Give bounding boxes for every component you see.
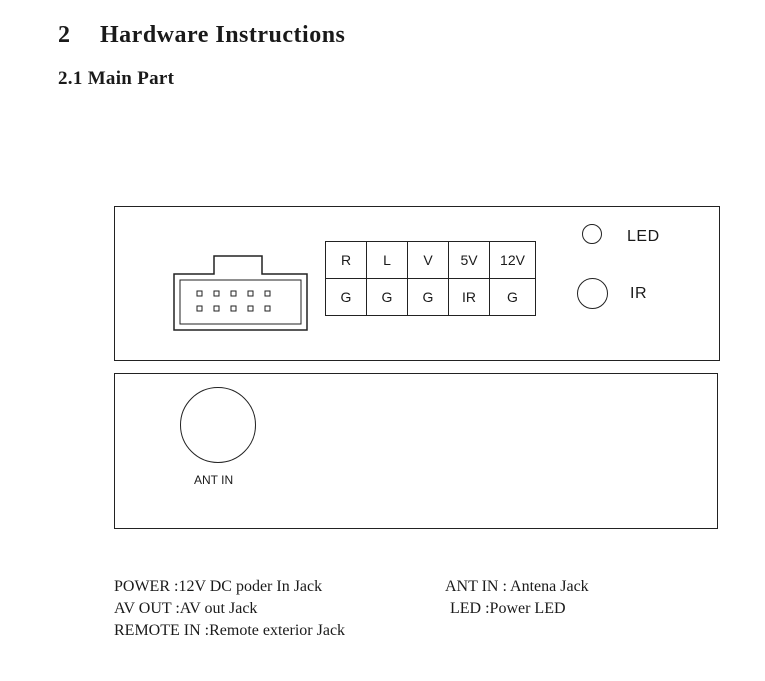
- pin-cell: L: [366, 241, 408, 279]
- connector-pin: [230, 290, 237, 297]
- section-number: 2: [58, 22, 71, 48]
- pin-cell: G: [325, 278, 367, 316]
- pin-row-signals: R L V 5V 12V: [325, 241, 536, 279]
- led-indicator-icon: [582, 224, 602, 244]
- legend-item: POWER :12V DC poder In Jack: [114, 578, 323, 595]
- pin-cell: G: [407, 278, 449, 316]
- pin-cell: G: [366, 278, 408, 316]
- section-heading: 2 Hardware Instructions: [58, 22, 345, 49]
- pin-assignment-table: R L V 5V 12V G G G IR G: [325, 241, 536, 316]
- connector-pin: [196, 305, 203, 312]
- ir-receiver-icon: [577, 278, 608, 309]
- pin-cell: V: [407, 241, 449, 279]
- led-label: LED: [627, 228, 660, 245]
- connector-pin: [213, 305, 220, 312]
- pin-cell: G: [489, 278, 536, 316]
- connector-pin: [247, 290, 254, 297]
- connector-pin: [264, 290, 271, 297]
- ir-label: IR: [630, 285, 647, 302]
- legend-item: ANT IN : Antena Jack: [445, 578, 589, 595]
- connector-pin: [196, 290, 203, 297]
- antenna-jack-icon: [180, 387, 256, 463]
- connector-inner: [179, 279, 302, 325]
- legend-left: POWER :12V DC poder In Jack AV OUT :AV o…: [114, 576, 345, 642]
- connector-pin: [264, 305, 271, 312]
- main-unit-top-panel: [114, 206, 720, 361]
- pin-cell: IR: [448, 278, 490, 316]
- pin-row-grounds: G G G IR G: [325, 278, 536, 316]
- main-unit-bottom-panel: [114, 373, 718, 529]
- subsection-heading: 2.1 Main Part: [58, 68, 175, 89]
- pin-cell: R: [325, 241, 367, 279]
- legend-item: REMOTE IN :Remote exterior Jack: [114, 622, 346, 639]
- legend-right: ANT IN : Antena Jack LED :Power LED: [445, 576, 589, 620]
- pin-cell: 5V: [448, 241, 490, 279]
- pin-cell: 12V: [489, 241, 536, 279]
- legend-item: LED :Power LED: [450, 600, 566, 617]
- connector-pin: [247, 305, 254, 312]
- section-title: Hardware Instructions: [100, 22, 346, 48]
- connector-pin: [230, 305, 237, 312]
- connector-pins: [196, 290, 271, 312]
- connector-housing: [173, 255, 308, 331]
- antenna-jack-label: ANT IN: [194, 473, 234, 487]
- connector-pin: [213, 290, 220, 297]
- legend-item: AV OUT :AV out Jack: [114, 600, 258, 617]
